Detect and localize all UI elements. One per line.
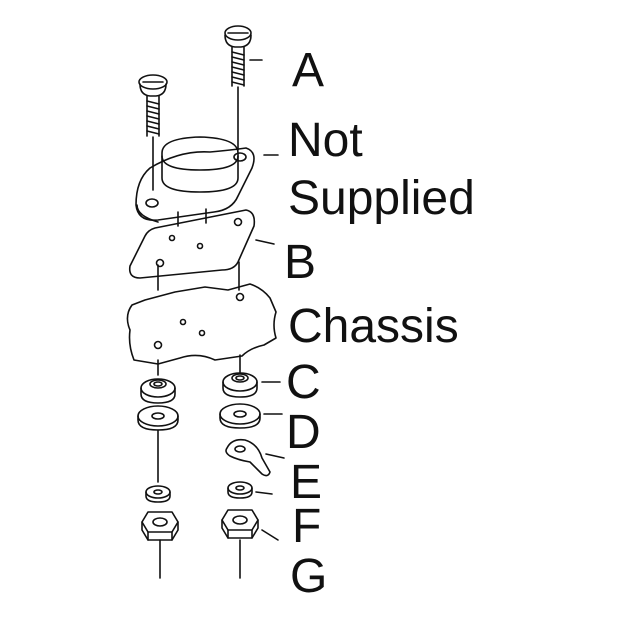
transistor-package	[135, 136, 255, 227]
lock-washer-left	[145, 485, 171, 503]
hex-nut-left	[141, 511, 179, 541]
label-a: A	[292, 44, 324, 97]
label-f: F	[292, 500, 321, 553]
label-d: D	[286, 406, 321, 459]
chassis-plate	[126, 283, 277, 365]
label-g: G	[290, 550, 327, 603]
solder-lug	[225, 438, 271, 477]
insulator-washer	[128, 209, 256, 279]
label-chassis: Chassis	[288, 300, 459, 353]
label-b: B	[284, 236, 316, 289]
label-c: C	[286, 356, 321, 409]
lock-washer-right	[227, 481, 253, 499]
leader-g	[261, 529, 279, 541]
leader-b	[255, 239, 275, 245]
shoulder-washer-right	[222, 372, 258, 398]
flat-washer-right	[219, 403, 261, 429]
flat-washer-left	[137, 405, 179, 431]
right-screw	[224, 25, 252, 87]
left-screw	[138, 74, 168, 137]
leader-f	[255, 491, 273, 495]
label-supplied: Supplied	[288, 172, 475, 225]
leader-e	[265, 453, 285, 459]
label-not: Not	[288, 114, 363, 167]
hex-nut-right	[221, 509, 259, 539]
shoulder-washer-left	[140, 378, 176, 404]
label-e: E	[290, 456, 322, 509]
